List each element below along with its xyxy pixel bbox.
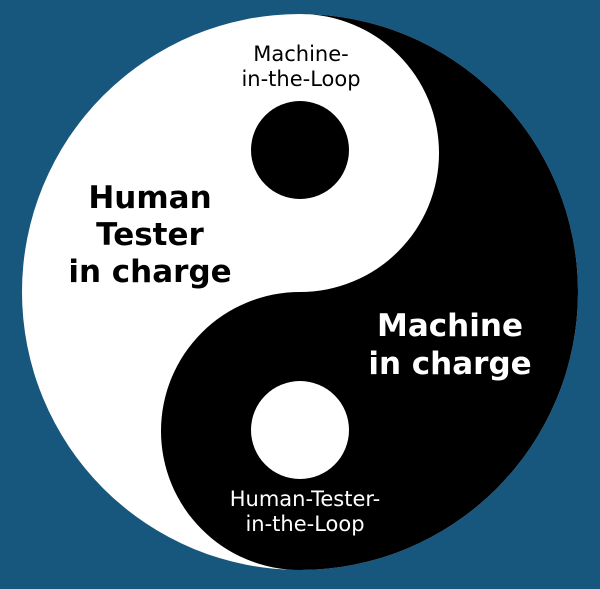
machine-in-the-loop-label: Machine- in-the-Loop: [241, 42, 361, 92]
human-tester-dot: [251, 381, 349, 479]
human-tester-in-the-loop-label: Human-Tester- in-the-Loop: [229, 487, 381, 537]
machine-in-charge-label: Machine in charge: [368, 308, 532, 382]
human-tester-in-charge-label: Human Tester in charge: [68, 180, 232, 291]
machine-dot: [251, 101, 349, 199]
